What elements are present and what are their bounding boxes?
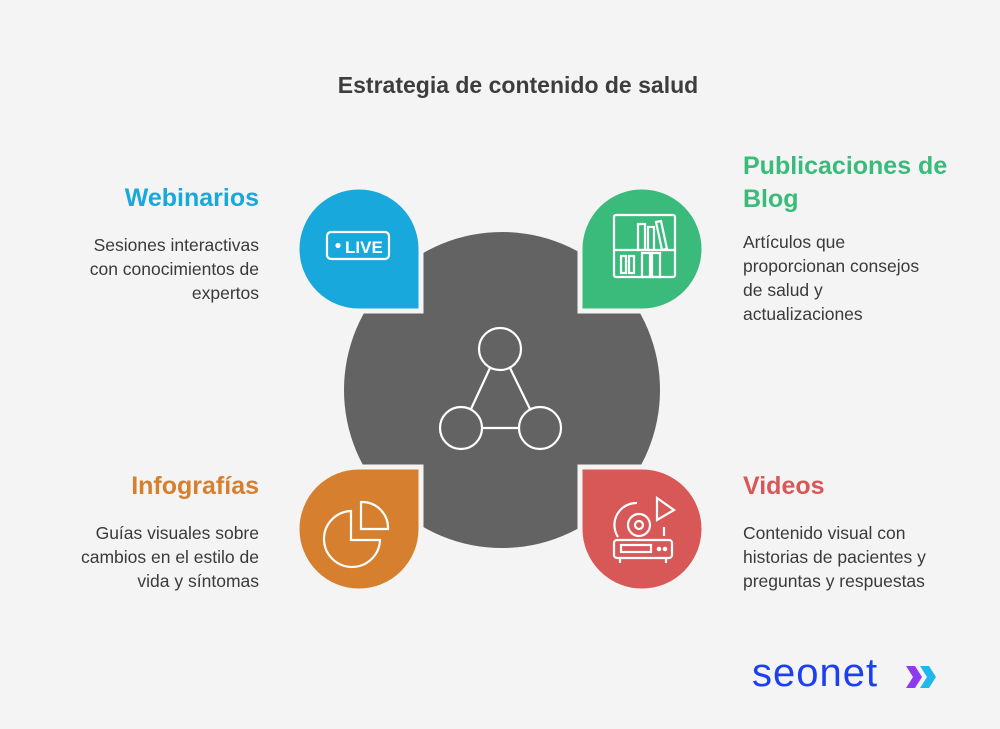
blog-description: Artículos que proporcionan consejos de s… xyxy=(743,230,919,326)
video-player-icon xyxy=(612,495,677,563)
svg-text:LIVE: LIVE xyxy=(345,238,383,257)
desc-line: Sesiones interactivas xyxy=(93,235,259,255)
infografias-title: Infografías xyxy=(131,472,259,500)
desc-line: Guías visuales sobre xyxy=(95,523,259,543)
title-line: Blog xyxy=(743,185,799,213)
desc-line: cambios en el estilo de xyxy=(80,547,259,567)
network-triangle-icon xyxy=(438,326,563,451)
seonet-logo: seonet xyxy=(752,651,879,695)
desc-line: Contenido visual con xyxy=(743,523,906,543)
webinarios-title: Webinarios xyxy=(124,184,259,212)
videos-description: Contenido visual con historias de pacien… xyxy=(743,521,926,593)
desc-line: vida y síntomas xyxy=(137,571,259,591)
title-line: Publicaciones de xyxy=(743,152,948,180)
infografias-description: Guías visuales sobre cambios en el estil… xyxy=(20,521,259,593)
desc-line: preguntas y respuestas xyxy=(743,571,925,591)
desc-line: actualizaciones xyxy=(743,304,863,324)
desc-line: con conocimientos de xyxy=(89,259,259,279)
webinarios-description: Sesiones interactivas con conocimientos … xyxy=(20,233,259,305)
videos-title: Videos xyxy=(743,472,825,500)
live-icon: LIVE xyxy=(325,230,391,261)
desc-line: expertos xyxy=(191,283,259,303)
infografias-blob xyxy=(294,464,424,594)
blog-title: Publicaciones de Blog xyxy=(743,150,947,216)
webinarios-blob xyxy=(294,184,424,314)
page-title: Estrategia de contenido de salud xyxy=(337,72,699,98)
desc-line: de salud y xyxy=(743,280,823,300)
desc-line: Artículos que xyxy=(743,232,846,252)
bookshelf-icon xyxy=(612,213,677,279)
desc-line: proporcionan consejos xyxy=(743,256,920,276)
desc-line: historias de pacientes y xyxy=(743,547,926,567)
pie-chart-icon xyxy=(322,500,390,569)
logo-chevrons-icon xyxy=(906,666,936,688)
